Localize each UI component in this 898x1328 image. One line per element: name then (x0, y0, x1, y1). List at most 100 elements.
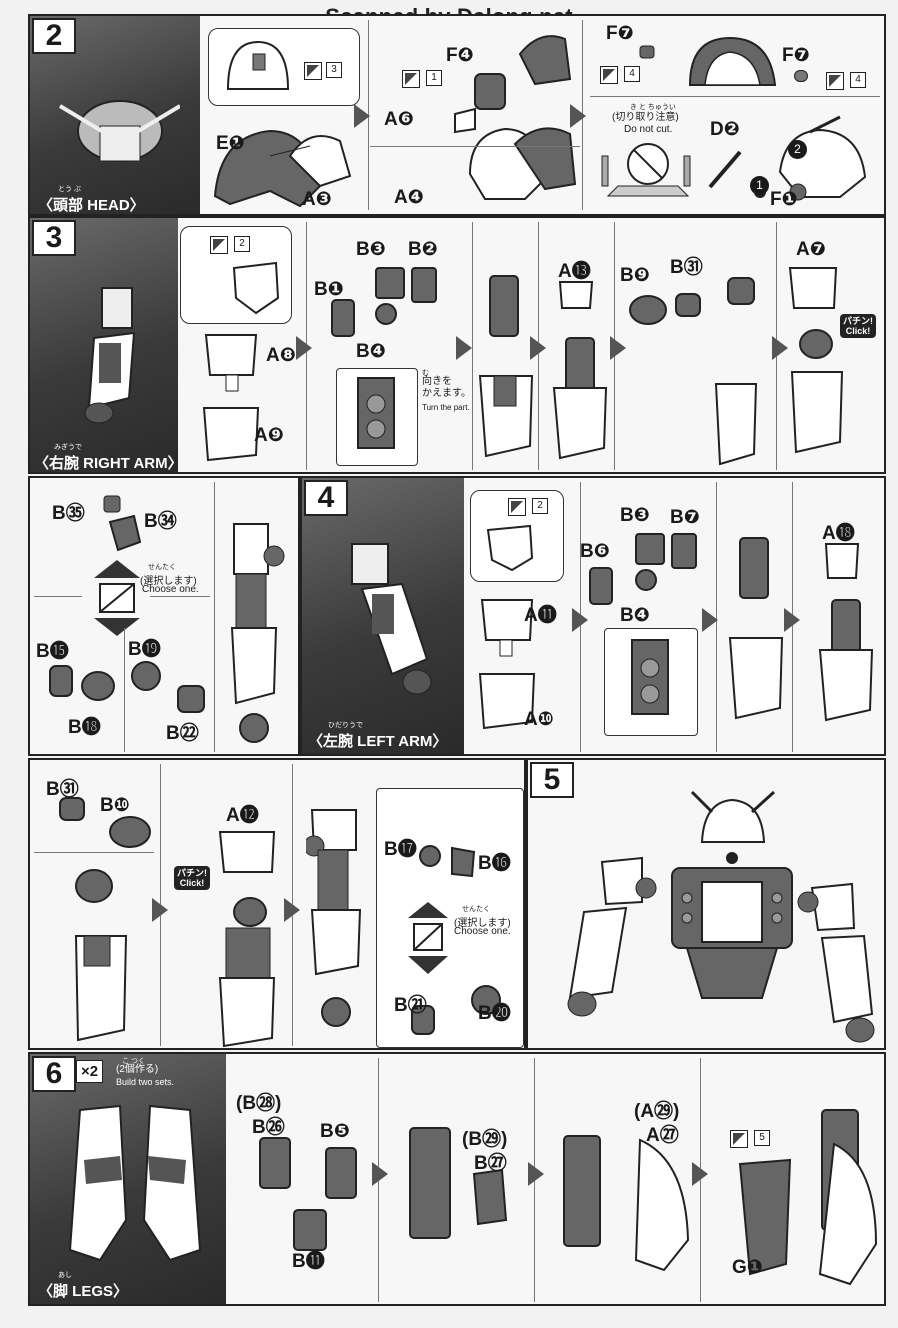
head-assembly-3 (639, 36, 777, 86)
label-b5: B❺ (320, 1121, 350, 1142)
step-arrow (528, 1162, 544, 1186)
upper-arm-parts (202, 334, 260, 462)
step-arrow (372, 1162, 388, 1186)
head-assembly-2 (454, 35, 577, 200)
cut-tool-icon (402, 70, 420, 88)
build-two-sets: ×2 こ つく (2個作る) Build two sets. (76, 1058, 206, 1090)
label-b6: B❻ (580, 541, 610, 562)
choose-ruby: せんたく (148, 564, 176, 571)
step-3-hands-panel: B㉟ B㉞ せんたく (選択します) Choose one. B⓯ B⓲ B⓳ … (28, 476, 300, 756)
label-b28: (B㉘) (236, 1093, 282, 1114)
page-ref-2: 2 (234, 236, 250, 252)
step-arrow (456, 336, 472, 360)
hand-parts-open (419, 845, 476, 878)
label-b18: B⓲ (68, 717, 101, 738)
cut-tool-icon (600, 66, 618, 84)
shoulder-cap-detail (486, 524, 534, 572)
page-ref-4b: 4 (850, 72, 866, 88)
head-assembly-1 (213, 129, 352, 208)
page-ref-4a: 4 (624, 66, 640, 82)
label-b4: B❹ (620, 605, 650, 626)
label-b7: B❼ (670, 507, 700, 528)
step-4-left-arm-panel: 4 ひだりうで〈左腕 LEFT ARM〉 2 A⓫ A❿ B❸ B❼ B❻ B❹ (300, 476, 886, 756)
label-b10: B❿ (100, 795, 130, 816)
label-a8: A❽ (266, 345, 296, 366)
step-arrow (610, 336, 626, 360)
label-a11: A⓫ (524, 605, 557, 626)
forearm-parts (629, 277, 758, 466)
label-b11: B⓫ (292, 1251, 325, 1272)
label-b31: B㉛ (46, 779, 79, 800)
elbow-joint-parts (331, 267, 437, 337)
shin-assembly (563, 1135, 690, 1272)
step-3-right-arm-panel: 3 みぎうで〈右腕 RIGHT ARM〉 2 A❽ A❾ B❸ B❷ B❶ B❹… (28, 216, 886, 474)
click-badge: パチン!Click! (174, 866, 210, 890)
arm-assembly-2 (552, 281, 608, 460)
upper-arm-parts (478, 599, 536, 730)
label-b2: B❷ (408, 239, 438, 260)
label-b17: B⓱ (384, 839, 417, 860)
hand-parts-open (103, 495, 142, 552)
label-a4: A❹ (394, 187, 424, 208)
step-number: 2 (32, 18, 76, 54)
step-5-panel: 5 (526, 758, 886, 1050)
right-arm-photo-illustration (84, 287, 136, 424)
orientation-diagram (631, 639, 669, 715)
label-a29: (A㉙) (634, 1101, 680, 1122)
arm-assembly-1 (478, 275, 534, 458)
label-b29: (B㉙) (462, 1129, 508, 1150)
x2-badge: ×2 (76, 1060, 104, 1083)
hand-parts-fist-a (49, 665, 115, 701)
step-arrow (284, 898, 300, 922)
label-b3: B❸ (620, 505, 650, 526)
elbow-joint-parts (589, 533, 697, 605)
knee-parts (259, 1137, 357, 1251)
label-b26: B㉖ (252, 1117, 285, 1138)
click-badge: パチン!Click! (840, 314, 876, 338)
do-not-cut-jp: (切り取り注意) (612, 112, 679, 123)
choose-one-icon (408, 902, 448, 974)
page-ref-5: 5 (754, 1130, 770, 1146)
step-number: 4 (304, 480, 348, 516)
page-ref-3: 3 (326, 62, 342, 78)
arm-with-hand (230, 523, 285, 743)
step-2-caption: とう ぶ〈頭部 HEAD〉 (38, 186, 145, 214)
step-4-caption: ひだりうで〈左腕 LEFT ARM〉 (308, 722, 448, 750)
label-a3: A❸ (302, 189, 332, 210)
build-ruby: こ つく (122, 1058, 145, 1065)
label-f7b: F❼ (782, 45, 810, 66)
leg-final-assembly (738, 1109, 878, 1286)
label-a9: A❾ (254, 425, 284, 446)
label-a27: A㉗ (646, 1125, 679, 1146)
step-6-caption: あし〈脚 LEGS〉 (38, 1272, 129, 1300)
left-arm-photo-illustration (351, 543, 432, 695)
label-b35: B㉟ (52, 503, 85, 524)
label-b27: B㉗ (474, 1153, 507, 1174)
step-4-forearm-panel: B㉛ B❿ A⓬ パチン!Click! B⓱ B⓰ せんたく (28, 758, 526, 1050)
step-2-head-panel: 2 とう ぶ〈頭部 HEAD〉 3 E❶ A❸ 1 F❹ A❻ A❹ F❼ 4 (28, 14, 886, 216)
label-d2: D❷ (710, 119, 740, 140)
step-arrow (572, 608, 588, 632)
label-b9: B❾ (620, 265, 650, 286)
shoulder-cap-detail (232, 261, 280, 315)
label-f7a: F❼ (606, 23, 634, 44)
label-b31: B㉛ (670, 257, 703, 278)
label-a6: A❻ (384, 109, 414, 130)
step-arrow (152, 898, 168, 922)
helmet-detail-part (226, 40, 290, 90)
order-1: 1 (750, 176, 769, 195)
label-b15: B⓯ (36, 641, 69, 662)
do-not-cut-diagram (601, 143, 691, 197)
label-b3: B❸ (356, 239, 386, 260)
build-en: Build two sets. (116, 1077, 175, 1087)
label-a7: A❼ (796, 239, 826, 260)
step-6-legs-panel: 6 ×2 こ つく (2個作る) Build two sets. あし〈脚 LE… (28, 1052, 886, 1306)
step-arrow (772, 336, 788, 360)
step-arrow (702, 608, 718, 632)
arm-assembly-1 (728, 537, 784, 720)
step-arrow (784, 608, 800, 632)
step-arrow (354, 104, 370, 128)
arm-assembly-2 (818, 543, 874, 722)
arm-assembly-final (788, 267, 844, 454)
label-b1: B❶ (314, 279, 344, 300)
